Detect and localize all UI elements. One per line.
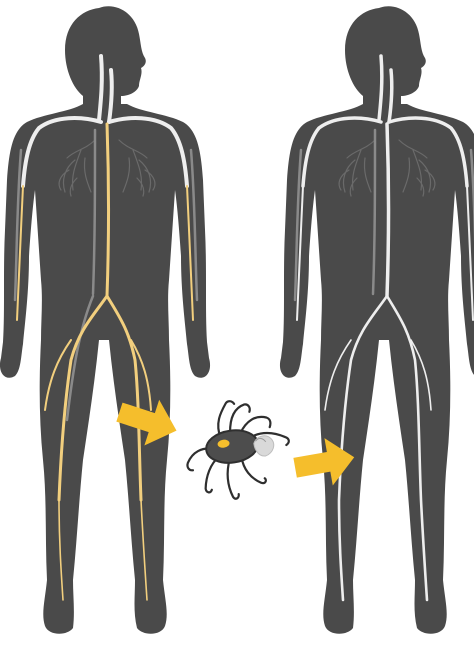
body-before bbox=[0, 6, 210, 633]
tick-icon bbox=[179, 394, 295, 505]
body-after bbox=[280, 6, 474, 633]
